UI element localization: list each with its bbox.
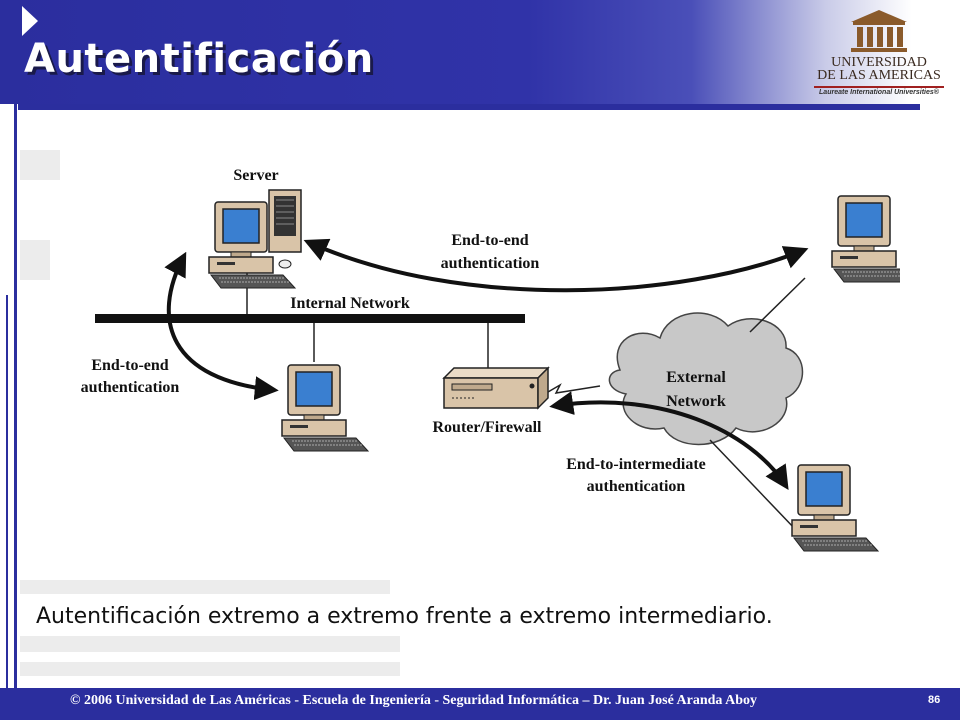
e2e-top-label: End-to-end	[451, 232, 528, 249]
e2e-top-label: authentication	[441, 255, 540, 272]
building-icon	[851, 10, 907, 52]
server-computer-icon	[208, 189, 302, 289]
footer-text: © 2006 Universidad de Las Américas - Esc…	[70, 693, 758, 708]
header-band	[0, 0, 960, 104]
watermark-block	[20, 636, 400, 652]
internal-computer-icon	[281, 364, 369, 452]
left-rule	[14, 0, 17, 688]
watermark-block	[20, 580, 390, 594]
logo-line-2: DE LAS AMERICAS	[817, 68, 941, 83]
header-underline	[18, 104, 920, 110]
watermark-block	[20, 662, 400, 676]
left-rule-secondary	[6, 295, 8, 688]
play-arrow-icon	[22, 6, 38, 36]
page-title: Autentificación	[24, 36, 374, 82]
logo-line-1: UNIVERSIDAD	[831, 55, 927, 70]
network-diagram: Server Router/Firewall External Network …	[81, 167, 900, 552]
router-label: Router/Firewall	[432, 419, 542, 436]
internal-network-bus	[95, 314, 525, 323]
external-network-label: External	[666, 369, 726, 386]
e2i-arrow	[549, 391, 789, 491]
e2e-top-arrow	[303, 238, 809, 293]
e2i-label: authentication	[587, 478, 686, 495]
logo-line-3: Laureate International Universities®	[814, 86, 944, 96]
router-firewall-icon	[442, 366, 550, 410]
router-cloud-link	[547, 383, 601, 394]
watermark-block	[20, 240, 50, 280]
page-number: 86	[928, 694, 941, 706]
e2e-left-label: authentication	[81, 379, 180, 396]
remote-computer-top-icon	[831, 195, 900, 283]
internal-network-label: Internal Network	[290, 295, 410, 312]
remote-computer-bottom-icon	[791, 464, 879, 552]
e2i-label: End-to-intermediate	[566, 456, 706, 473]
e2e-left-arrow	[164, 251, 279, 401]
cloud-remote-top-link	[749, 277, 806, 333]
external-network-label: Network	[666, 393, 726, 410]
server-label: Server	[233, 167, 278, 184]
slide-caption: Autentificación extremo a extremo frente…	[36, 604, 773, 629]
watermark-block	[20, 150, 60, 180]
footer-band	[0, 688, 960, 720]
university-logo: UNIVERSIDAD DE LAS AMERICAS Laureate Int…	[808, 8, 950, 100]
e2e-left-label: End-to-end	[91, 357, 168, 374]
